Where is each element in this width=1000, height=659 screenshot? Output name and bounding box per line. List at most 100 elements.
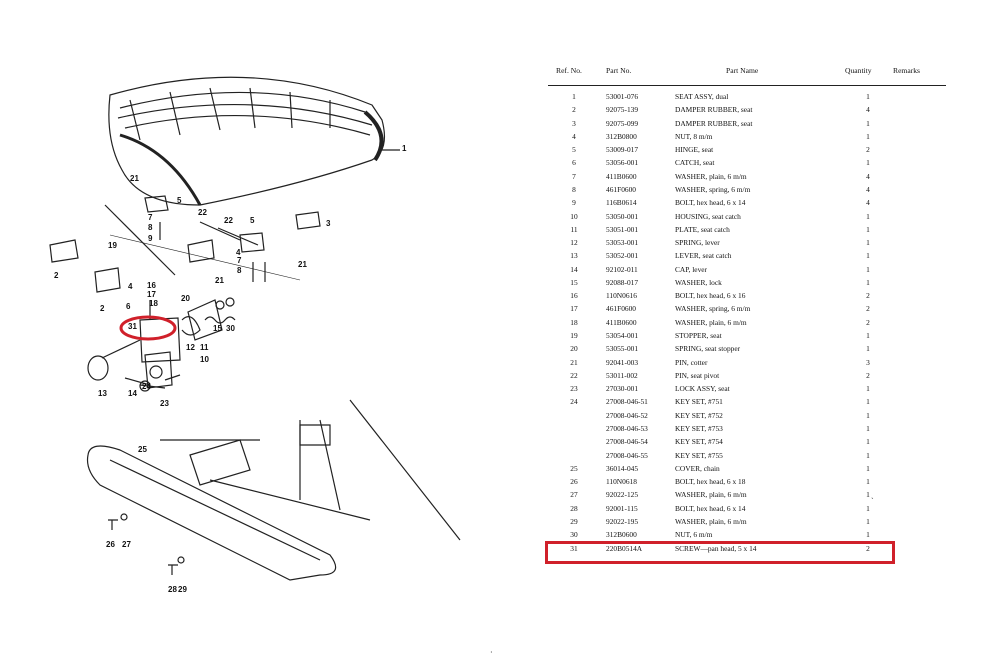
callout-20: 20 (181, 294, 190, 303)
quantity-cell: 1 (866, 477, 870, 487)
callout-4: 4 (236, 248, 241, 257)
callout-21: 21 (215, 276, 224, 285)
ref-cell: 19 (570, 331, 578, 341)
quantity-cell: 2 (866, 543, 870, 553)
ref-cell: 15 (570, 277, 578, 287)
quantity-cell: 1 (866, 277, 870, 287)
part-name-cell: KEY SET, #755 (675, 450, 723, 460)
ref-cell: 9 (572, 198, 576, 208)
part-name-cell: WASHER, spring, 6 m/m (675, 184, 751, 194)
bottom-dot: · (490, 648, 493, 657)
quantity-cell: 1 (866, 224, 870, 234)
callout-7: 7 (148, 213, 153, 222)
table-row: 27008-046-54 KEY SET, #754 1 (548, 435, 948, 448)
part-name-cell: NUT, 8 m/m (675, 131, 713, 141)
ref-cell: 31 (570, 543, 578, 553)
part-number-cell: 27030-001 (606, 384, 639, 394)
ref-cell: 21 (570, 357, 578, 367)
part-name-cell: BOLT, hex head, 6 x 14 (675, 198, 746, 208)
part-name-cell: KEY SET, #753 (675, 424, 723, 433)
header-part-name: Part Name (726, 66, 759, 75)
part-name-cell: CAP, lever (675, 264, 708, 274)
callout-8: 8 (237, 266, 242, 275)
quantity-cell: 1 (866, 530, 870, 540)
part-number-cell: 53052-001 (606, 251, 639, 261)
part-name-cell: WASHER, spring, 6 m/m (675, 304, 751, 314)
quantity-cell: 1 (866, 463, 870, 473)
part-name-cell: HINGE, seat (675, 145, 714, 155)
ref-cell: 6 (572, 158, 576, 168)
quantity-cell: 1 (866, 264, 870, 274)
quantity-cell: 1 (866, 344, 870, 354)
ref-cell: 10 (570, 211, 578, 221)
part-number-cell: 53053-001 (606, 238, 639, 248)
part-number-cell: 461F0600 (606, 184, 636, 194)
quantity-cell: 1 (866, 238, 870, 248)
part-number-cell: 27008-046-54 (606, 437, 648, 447)
seat-illustration (108, 76, 400, 206)
ref-cell: 11 (570, 224, 578, 234)
chain-cover-illustration (86, 445, 337, 581)
quantity-cell: 1 (866, 437, 870, 447)
quantity-cell: 1 (866, 424, 870, 433)
part-number-cell: 110N0616 (606, 291, 637, 301)
ref-cell: 8 (572, 184, 576, 194)
ref-cell: 5 (572, 145, 576, 155)
part-number-cell: 92022-125 (606, 490, 639, 500)
header-ref-no: Ref. No. (556, 66, 582, 75)
part-name-cell: SEAT ASSY, dual (675, 92, 729, 101)
ref-cell: 29 (570, 516, 578, 526)
callout-21: 21 (130, 174, 139, 183)
callout-19: 19 (108, 241, 117, 250)
quantity-cell: 4 (866, 171, 870, 181)
ref-cell: 24 (570, 397, 578, 407)
part-number-cell: 312B0800 (606, 131, 637, 141)
part-name-cell: KEY SET, #754 (675, 437, 723, 447)
callout-9: 9 (148, 234, 153, 243)
highlight-circle (119, 315, 177, 341)
part-name-cell: WASHER, plain, 6 m/m (675, 171, 747, 181)
callout-4: 4 (128, 282, 133, 291)
part-number-cell: 53050-001 (606, 211, 639, 221)
callout-3: 3 (326, 219, 331, 228)
ref-cell: 13 (570, 251, 578, 261)
callout-21: 21 (298, 260, 307, 269)
highlight-box (545, 541, 895, 564)
callout-14: 14 (128, 389, 137, 398)
ref-cell: 16 (570, 291, 578, 301)
part-number-cell: 92001-115 (606, 503, 638, 513)
callout-22: 22 (198, 208, 207, 217)
callout-31: 31 (128, 322, 137, 331)
part-name-cell: WASHER, plain, 6 m/m (675, 317, 747, 327)
part-name-cell: WASHER, plain, 6 m/m (675, 490, 747, 500)
callout-11: 11 (200, 343, 209, 352)
quantity-cell: 1 (866, 410, 870, 420)
part-name-cell: BOLT, hex head, 6 x 14 (675, 503, 746, 513)
part-name-cell: NUT, 6 m/m (675, 530, 713, 540)
part-name-cell: SCREW—pan head, 5 x 14 (675, 543, 757, 553)
part-name-cell: COVER, chain (675, 463, 720, 473)
part-number-cell: 116B0614 (606, 198, 637, 208)
part-name-cell: CATCH, seat (675, 158, 715, 168)
header-rule (548, 85, 946, 86)
part-name-cell: PLATE, seat catch (675, 224, 730, 234)
part-number-cell: 92041-003 (606, 357, 639, 367)
callout-16: 16 (147, 281, 156, 290)
ref-cell: 23 (570, 384, 578, 394)
ref-cell: 27 (570, 490, 578, 500)
part-name-cell: PIN, cotter (675, 357, 708, 367)
ref-cell: 20 (570, 344, 578, 354)
ref-cell: 30 (570, 530, 578, 540)
header-part-no: Part No. (606, 66, 632, 75)
